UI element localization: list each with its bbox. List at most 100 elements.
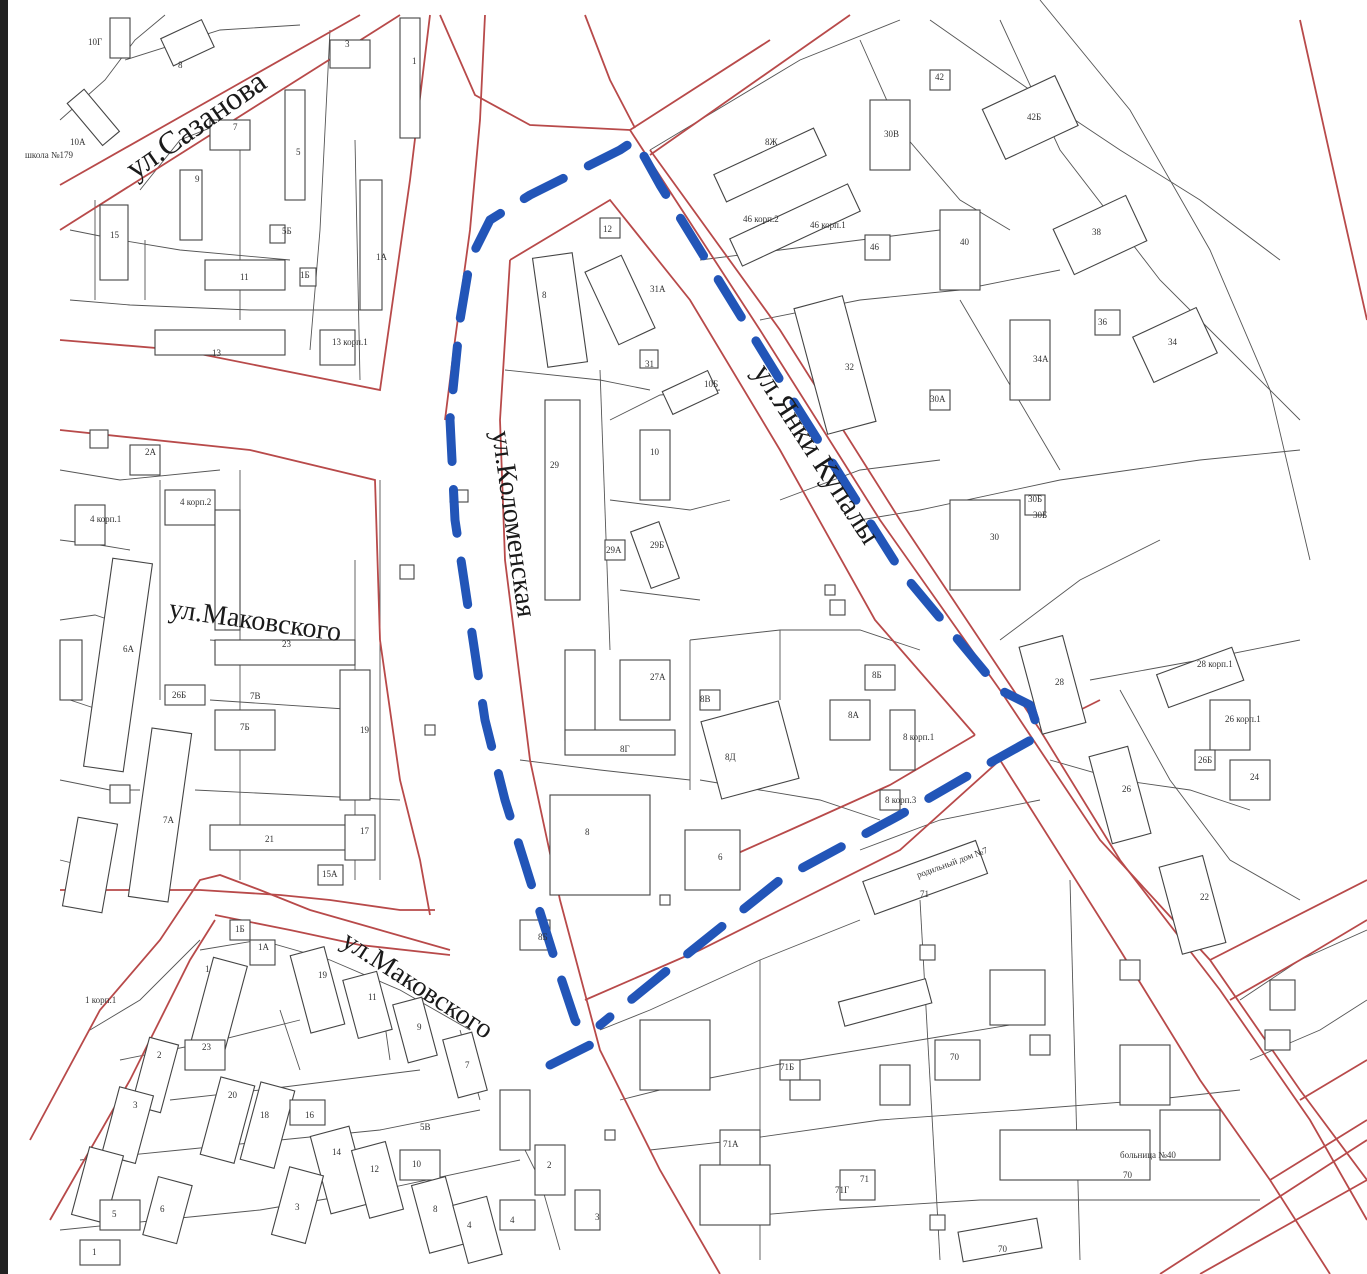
building-number: 1Б	[300, 270, 310, 280]
building-number: 13	[212, 348, 222, 358]
building-number: 8А	[848, 710, 860, 720]
building-number: 42Б	[1027, 112, 1041, 122]
building-number: 12	[603, 224, 612, 234]
building-number: 71А	[723, 1139, 739, 1149]
building-number: 46 корп.1	[810, 220, 846, 230]
building-number: 4 корп.2	[180, 497, 211, 507]
building-number: 4	[467, 1220, 472, 1230]
building-number: 23	[202, 1042, 212, 1052]
building-number: 7	[233, 122, 238, 132]
building-number: 31	[645, 359, 654, 369]
building-number: 1Б	[235, 924, 245, 934]
building-number: 3	[345, 39, 350, 49]
building-number: 7	[465, 1060, 470, 1070]
building-number: 15	[110, 230, 120, 240]
building-number: 26	[1122, 784, 1132, 794]
scan-left-border	[0, 0, 8, 1274]
building-number: 8	[433, 1204, 438, 1214]
building-number: 14	[332, 1147, 342, 1157]
building-number: 8Д	[725, 752, 736, 762]
building-number: 10Г	[88, 37, 102, 47]
building-number: 6А	[123, 644, 135, 654]
building-number: 26 корп.1	[1225, 714, 1261, 724]
building-number: 36	[1098, 317, 1108, 327]
building-number: 1	[92, 1247, 97, 1257]
building-number: 9	[195, 174, 200, 184]
building-number: 30А	[930, 394, 946, 404]
building-number: 4 корп.1	[90, 514, 121, 524]
building-number: 29А	[606, 545, 622, 555]
building-number: 34А	[1033, 354, 1049, 364]
building-number: 71	[920, 889, 929, 899]
building-number: 31А	[650, 284, 666, 294]
building-number: 7В	[250, 691, 261, 701]
building-number: 11	[368, 992, 377, 1002]
building-number: 71	[860, 1174, 869, 1184]
building-number: 10Б	[704, 379, 718, 389]
building-number: 7А	[163, 815, 175, 825]
building-number: 26Б	[1198, 755, 1212, 765]
building-number: 4	[510, 1215, 515, 1225]
building-number: 21	[265, 834, 274, 844]
building-number: 2А	[145, 447, 157, 457]
building-number: 28 корп.1	[1197, 659, 1233, 669]
building-number: 2	[547, 1160, 552, 1170]
building-number: 8 корп.1	[903, 732, 934, 742]
building-number: 5В	[420, 1122, 431, 1132]
building-number: 70	[950, 1052, 960, 1062]
building-number: 30	[990, 532, 1000, 542]
building-number: 1	[205, 964, 210, 974]
building-number: 3	[595, 1212, 600, 1222]
building-number: 22	[1200, 892, 1209, 902]
building-number: 40	[960, 237, 970, 247]
building-number: 10А	[70, 137, 86, 147]
building-number: 8	[178, 60, 183, 70]
building-number: 8 корп.3	[885, 795, 917, 805]
building-number: 30Б	[1028, 494, 1042, 504]
building-number: 8Ж	[765, 137, 779, 147]
building-number: 15А	[322, 869, 338, 879]
building-number: 13 корп.1	[332, 337, 368, 347]
building-number: 3	[295, 1202, 300, 1212]
building-number: 8Б	[538, 932, 548, 942]
building-number: 38	[1092, 227, 1102, 237]
building-number: 8В	[700, 694, 711, 704]
building-number: 30Б	[1033, 510, 1047, 520]
building-number: 32	[845, 362, 854, 372]
building-number: 6	[718, 852, 723, 862]
building-number: 2	[157, 1050, 162, 1060]
building-number: 27А	[650, 672, 666, 682]
building-number: 19	[318, 970, 328, 980]
building-number: 29Б	[650, 540, 664, 550]
building-number: 24	[1250, 772, 1260, 782]
label-hospital: больница №40	[1120, 1150, 1176, 1160]
label-school: школа №179	[25, 150, 74, 160]
building-number: 46 корп.2	[743, 214, 779, 224]
building-number: 18	[260, 1110, 270, 1120]
building-number: 46	[870, 242, 880, 252]
buildings	[59, 17, 1296, 1266]
building-number: 30В	[884, 129, 899, 139]
project-boundary	[445, 135, 1045, 1070]
building-number: 6	[160, 1204, 165, 1214]
building-number: 71Г	[835, 1185, 849, 1195]
building-number: 12	[370, 1164, 379, 1174]
building-number: 8	[542, 290, 547, 300]
building-number: 8Г	[620, 744, 630, 754]
building-number: 28	[1055, 677, 1065, 687]
building-number: 20	[228, 1090, 238, 1100]
building-numbers: 10Г 8 3 1 7 5 9 15 5Б 1Б 11 1А 13 13 кор…	[70, 37, 1261, 1257]
building-number: 5	[296, 147, 301, 157]
building-number: 7Б	[240, 722, 250, 732]
building-number: 70	[1123, 1170, 1133, 1180]
building-number: 5	[112, 1209, 117, 1219]
building-number: 3	[133, 1100, 138, 1110]
building-number: 71Б	[780, 1062, 794, 1072]
building-number: 19	[360, 725, 370, 735]
building-number: 1А	[376, 252, 388, 262]
building-number: 10	[650, 447, 660, 457]
building-number: 9	[417, 1022, 422, 1032]
building-number: 70	[998, 1244, 1008, 1254]
building-number: 1	[412, 56, 417, 66]
